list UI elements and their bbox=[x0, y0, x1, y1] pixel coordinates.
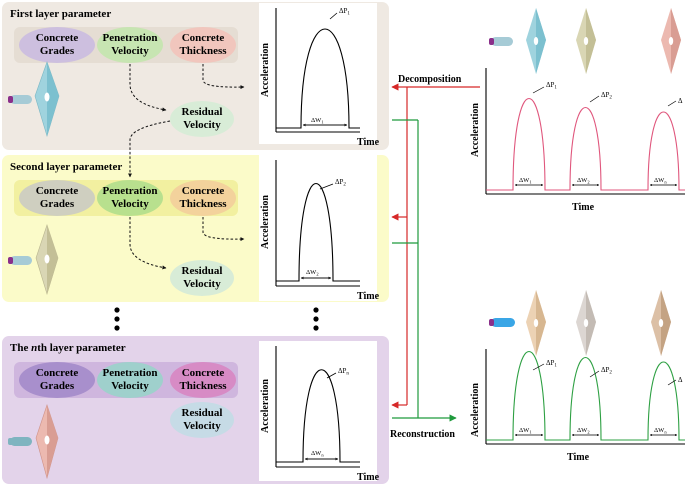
pulse-curve bbox=[276, 182, 360, 282]
pulse-curve bbox=[276, 369, 360, 463]
peak-label: ΔP1 bbox=[339, 7, 350, 17]
dashed-arrow bbox=[202, 217, 245, 242]
projectile-slab-icon bbox=[8, 404, 59, 480]
penetration-velocity-node: Penetration Velocity bbox=[97, 27, 163, 63]
reconstructed-signal-curve bbox=[486, 351, 685, 441]
svg-text:ΔW2: ΔW2 bbox=[577, 177, 590, 185]
svg-text:Velocity: Velocity bbox=[111, 45, 149, 57]
svg-text:Thickness: Thickness bbox=[179, 380, 227, 392]
panel-title: First layer parameter bbox=[10, 8, 111, 20]
svg-text:Grades: Grades bbox=[40, 380, 75, 392]
svg-text:ΔW1: ΔW1 bbox=[519, 177, 532, 185]
width-label: ΔWn bbox=[311, 450, 324, 458]
svg-text:ΔP1: ΔP1 bbox=[546, 359, 557, 369]
svg-text:Velocity: Velocity bbox=[111, 380, 149, 392]
peak-labels: ΔP1 ΔP2 Δ bbox=[532, 359, 683, 386]
svg-text:Thickness: Thickness bbox=[179, 198, 227, 210]
x-axis-label: Time bbox=[572, 202, 595, 213]
concrete-thickness-node: Concrete Thickness bbox=[170, 180, 236, 216]
y-axis-label: Acceleration bbox=[260, 195, 271, 249]
concrete-thickness-node: Concrete Thickness bbox=[170, 362, 236, 398]
svg-text:Velocity: Velocity bbox=[183, 278, 221, 290]
peak-labels: ΔP1 ΔP2 Δ bbox=[532, 81, 683, 107]
pulse-curve bbox=[276, 28, 360, 129]
pulse-plot-layer-2: Acceleration Time ΔP2 ΔW2 bbox=[259, 153, 380, 302]
svg-text:Concrete: Concrete bbox=[182, 32, 225, 44]
penetration-velocity-node: Penetration Velocity bbox=[97, 180, 163, 216]
y-axis-label: Acceleration bbox=[260, 43, 271, 97]
combined-plot-bottom: Acceleration Time ΔP1 ΔP2 Δ ΔW1 ΔW2 ΔWn bbox=[470, 349, 685, 463]
peak-label: ΔP2 bbox=[335, 178, 346, 188]
svg-text:Residual: Residual bbox=[182, 106, 223, 118]
y-axis-label: Acceleration bbox=[470, 103, 481, 157]
concrete-grades-node: Concrete Grades bbox=[19, 27, 95, 63]
residual-velocity-node: Residual Velocity bbox=[170, 402, 234, 438]
svg-text:Velocity: Velocity bbox=[183, 420, 221, 432]
decomposition-arrows bbox=[391, 83, 480, 409]
svg-text:Concrete: Concrete bbox=[36, 32, 79, 44]
svg-text:Concrete: Concrete bbox=[36, 367, 79, 379]
panel-title: The nth layer parameter bbox=[10, 342, 126, 354]
svg-text:ΔWn: ΔWn bbox=[654, 427, 667, 435]
x-axis-label: Time bbox=[567, 452, 590, 463]
reconstruction-arrows bbox=[392, 119, 457, 422]
svg-text:ΔW2: ΔW2 bbox=[577, 427, 590, 435]
svg-text:ΔP2: ΔP2 bbox=[601, 91, 612, 101]
concrete-grades-node: Concrete Grades bbox=[19, 362, 95, 398]
ellipsis-dots bbox=[114, 307, 319, 331]
reconstruction-label: Reconstruction bbox=[390, 429, 455, 440]
svg-text:Velocity: Velocity bbox=[111, 198, 149, 210]
dashed-arrow bbox=[129, 217, 167, 270]
svg-text:Grades: Grades bbox=[40, 198, 75, 210]
svg-text:Velocity: Velocity bbox=[183, 119, 221, 131]
width-labels: ΔW1 ΔW2 ΔWn bbox=[514, 427, 678, 437]
projectile-slab-icon bbox=[8, 224, 59, 296]
residual-velocity-node: Residual Velocity bbox=[170, 101, 234, 137]
y-axis-label: Acceleration bbox=[470, 383, 481, 437]
svg-text:Concrete: Concrete bbox=[182, 367, 225, 379]
residual-velocity-node: Residual Velocity bbox=[170, 260, 234, 296]
width-labels: ΔW1 ΔW2 ΔWn bbox=[514, 177, 678, 187]
svg-text:Concrete: Concrete bbox=[182, 185, 225, 197]
decomposition-label: Decomposition bbox=[398, 74, 462, 85]
peak-label: ΔPn bbox=[338, 367, 349, 377]
dashed-arrow bbox=[202, 64, 245, 90]
svg-text:ΔP1: ΔP1 bbox=[546, 81, 557, 91]
svg-text:Grades: Grades bbox=[40, 45, 75, 57]
svg-text:Residual: Residual bbox=[182, 265, 223, 277]
width-label: ΔW1 bbox=[311, 117, 324, 125]
pulse-plot-layer-n: Acceleration Time ΔPn ΔWn bbox=[259, 341, 380, 483]
projectile-slab-icon bbox=[8, 61, 60, 138]
decomposed-signal-curve bbox=[486, 98, 685, 191]
concrete-grades-node: Concrete Grades bbox=[19, 180, 95, 216]
x-axis-label: Time bbox=[357, 472, 380, 483]
svg-text:Penetration: Penetration bbox=[103, 185, 158, 197]
pulse-plot-layer-1: Acceleration Time ΔP1 ΔW1 bbox=[259, 3, 380, 148]
svg-text:Δ: Δ bbox=[678, 97, 683, 105]
svg-text:Thickness: Thickness bbox=[179, 45, 227, 57]
svg-text:Residual: Residual bbox=[182, 407, 223, 419]
dashed-arrow bbox=[129, 64, 167, 112]
y-axis-label: Acceleration bbox=[260, 379, 271, 433]
x-axis-label: Time bbox=[357, 137, 380, 148]
svg-text:Concrete: Concrete bbox=[36, 185, 79, 197]
dashed-arrow bbox=[128, 120, 171, 178]
svg-text:ΔW1: ΔW1 bbox=[519, 427, 532, 435]
svg-text:Penetration: Penetration bbox=[103, 32, 158, 44]
panel-title: Second layer parameter bbox=[10, 161, 122, 173]
svg-text:Δ: Δ bbox=[678, 376, 683, 384]
width-label: ΔW2 bbox=[306, 269, 319, 277]
svg-text:Penetration: Penetration bbox=[103, 367, 158, 379]
combined-plot-top: Acceleration Time ΔP1 ΔP2 Δ ΔW1 ΔW2 ΔWn bbox=[470, 68, 685, 213]
combined-icons-bottom bbox=[489, 290, 671, 356]
x-axis-label: Time bbox=[357, 291, 380, 302]
svg-text:ΔWn: ΔWn bbox=[654, 177, 667, 185]
concrete-thickness-node: Concrete Thickness bbox=[170, 27, 236, 63]
combined-icons-top bbox=[489, 8, 681, 74]
svg-text:ΔP2: ΔP2 bbox=[601, 366, 612, 376]
penetration-velocity-node: Penetration Velocity bbox=[97, 362, 163, 398]
